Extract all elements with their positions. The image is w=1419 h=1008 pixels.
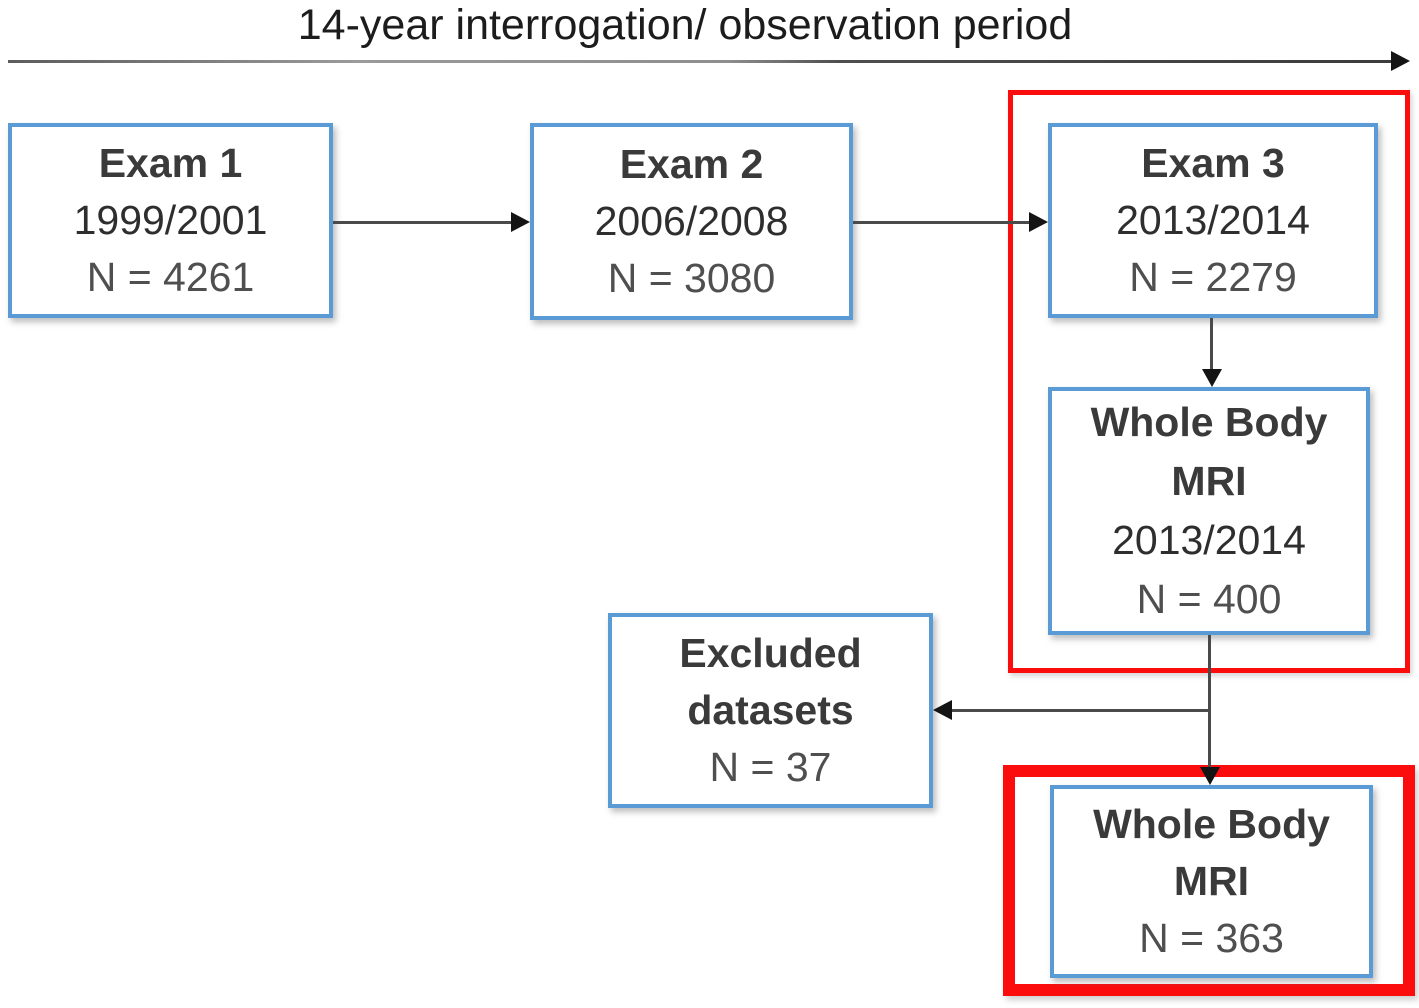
connector-wbmri-final: [1208, 635, 1211, 768]
wbmri-initial-years: 2013/2014: [1112, 517, 1306, 563]
diagram-title: 14-year interrogation/ observation perio…: [297, 1, 1073, 49]
excluded-name-line2: datasets: [687, 687, 854, 733]
wbmri-final-name-line1: Whole Body: [1093, 801, 1330, 847]
exam2-box: Exam 2 2006/2008 N = 3080: [530, 123, 853, 320]
arrowhead-exam3-icon: [1029, 212, 1048, 232]
arrowhead-wbmri-initial-icon: [1202, 369, 1222, 387]
red-highlight-frame-final-mri: [1003, 765, 1415, 996]
exam1-years: 1999/2001: [73, 197, 268, 243]
arrowhead-wbmri-final-icon: [1200, 767, 1220, 785]
exam3-n: N = 2279: [1129, 254, 1297, 300]
wbmri-initial-name-line2: MRI: [1171, 458, 1247, 504]
connector-excluded: [952, 709, 1211, 712]
wbmri-final-box: Whole Body MRI N = 363: [1050, 785, 1373, 978]
wbmri-initial-n: N = 400: [1136, 576, 1282, 622]
exam3-name: Exam 3: [1141, 140, 1285, 186]
exam1-n: N = 4261: [86, 254, 255, 300]
excluded-name-line1: Excluded: [679, 630, 862, 676]
exam2-years: 2006/2008: [594, 198, 789, 244]
timeline-line: [8, 60, 1392, 63]
connector-exam1-exam2: [333, 221, 513, 224]
wbmri-final-n: N = 363: [1139, 915, 1284, 961]
exam1-name: Exam 1: [98, 140, 243, 186]
arrowhead-excluded-icon: [933, 700, 952, 720]
arrowhead-exam2-icon: [511, 212, 530, 232]
wbmri-initial-name-line1: Whole Body: [1090, 399, 1328, 445]
exam1-box: Exam 1 1999/2001 N = 4261: [8, 123, 333, 318]
wbmri-final-name-line2: MRI: [1173, 858, 1250, 904]
timeline-arrowhead-icon: [1391, 51, 1410, 71]
exam3-years: 2013/2014: [1116, 197, 1310, 243]
excluded-n: N = 37: [709, 744, 832, 790]
excluded-box: Excluded datasets N = 37: [608, 613, 933, 808]
exam2-n: N = 3080: [607, 255, 776, 301]
connector-exam3-wbmri: [1210, 318, 1213, 371]
connector-exam2-exam3: [853, 221, 1030, 224]
wbmri-initial-box: Whole Body MRI 2013/2014 N = 400: [1048, 387, 1370, 635]
exam2-name: Exam 2: [619, 141, 764, 187]
exam3-box: Exam 3 2013/2014 N = 2279: [1048, 123, 1378, 318]
